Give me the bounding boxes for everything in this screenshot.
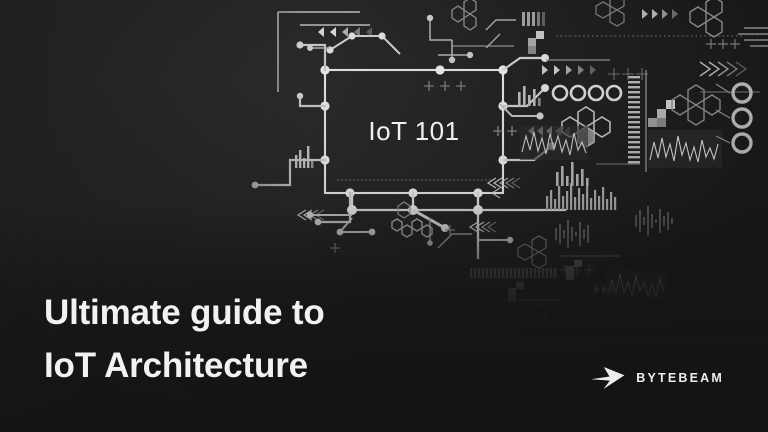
background-bottom-fade — [0, 202, 768, 432]
chip-label: IoT 101 — [368, 116, 460, 146]
page-title-line-2: IoT Architecture — [44, 346, 308, 385]
page-title-line-1: Ultimate guide to — [44, 293, 325, 332]
brand-wordmark: BYTEBEAM — [636, 371, 724, 385]
brand-logo: BYTEBEAM — [591, 366, 724, 390]
page-title: Ultimate guide to IoT Architecture — [44, 286, 325, 392]
bytebeam-arrow-icon — [591, 367, 625, 389]
